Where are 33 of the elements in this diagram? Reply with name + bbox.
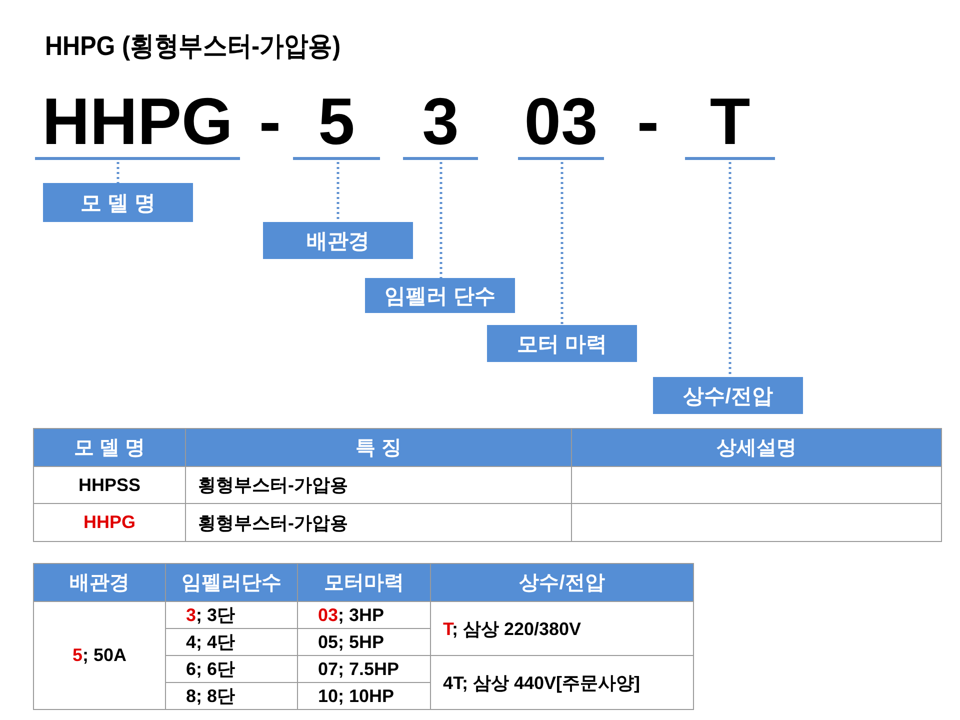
table-cell: 4T; 삼상 440V[주문사양]	[430, 656, 694, 710]
title: HHPG (횡형부스터-가압용)	[45, 30, 341, 63]
label-box: 배관경	[263, 222, 413, 259]
code-segment: 03	[518, 88, 604, 160]
code-separator: -	[636, 88, 660, 154]
table-cell: 03; 3HP	[298, 602, 430, 628]
header-cell: 상세설명	[572, 428, 942, 466]
header-cell: 상수/전압	[430, 564, 694, 602]
table-cell: 8; 8단	[166, 682, 298, 710]
table-cell: 6; 6단	[166, 656, 298, 682]
header-cell: 모 델 명	[34, 428, 186, 466]
table-cell: 5; 50A	[34, 602, 166, 710]
header-cell: 임펠러단수	[166, 564, 298, 602]
table-cell: 횡형부스터-가압용	[186, 466, 572, 504]
label-box: 모터 마력	[487, 325, 637, 362]
header-cell: 배관경	[34, 564, 166, 602]
code-segment: 3	[403, 88, 478, 160]
table-cell: HHPG	[34, 504, 186, 542]
table-cell: HHPSS	[34, 466, 186, 504]
code-segment: T	[685, 88, 775, 160]
label-box: 모 델 명	[43, 183, 193, 222]
code-segment: 5	[293, 88, 380, 160]
code-separator: -	[258, 88, 282, 154]
code-segment: HHPG	[35, 88, 240, 160]
table-cell: 07; 7.5HP	[298, 656, 430, 682]
table-cell: 횡형부스터-가압용	[186, 504, 572, 542]
table-cell: 4; 4단	[166, 628, 298, 656]
label-box: 상수/전압	[653, 377, 803, 414]
table-cell: T; 삼상 220/380V	[430, 602, 694, 656]
header-cell: 모터마력	[298, 564, 430, 602]
header-cell: 특 징	[186, 428, 572, 466]
table-cell: 3; 3단	[166, 602, 298, 628]
label-box: 임펠러 단수	[365, 278, 515, 313]
